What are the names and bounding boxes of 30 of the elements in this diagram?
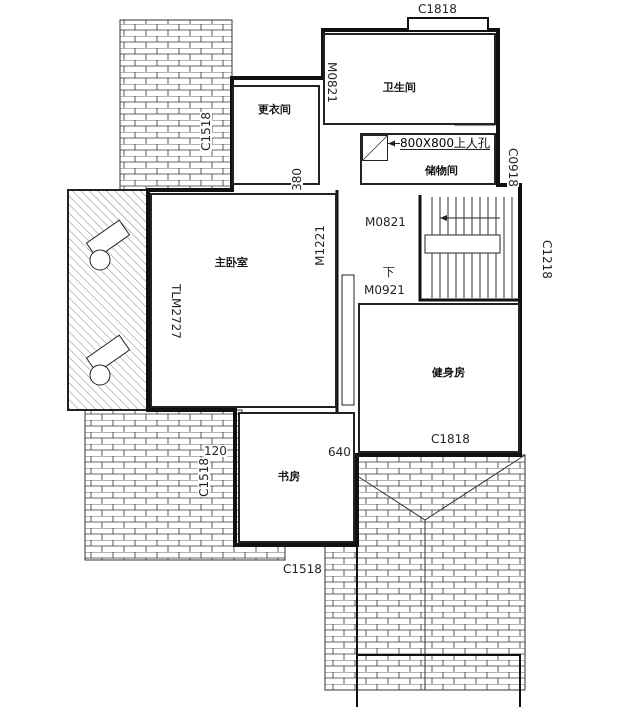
window-code: C1818 [431, 433, 470, 445]
window-code: C1518 [200, 112, 212, 151]
room-label: 书房 [278, 469, 300, 484]
leader-line [388, 140, 400, 146]
window-code: C1818 [418, 3, 457, 15]
window-code: C1218 [541, 240, 553, 279]
dimension-text: 120 [204, 445, 227, 457]
hatch-box [362, 135, 388, 161]
door-code: M0821 [326, 62, 338, 103]
dimension-text: 640 [328, 446, 351, 458]
door-code: M0921 [364, 284, 405, 296]
room-label: 主卧室 [215, 255, 248, 270]
note-text: 800X800上人孔 [400, 137, 490, 150]
room [150, 193, 337, 408]
dimension-text: 380 [291, 168, 303, 191]
room [238, 412, 355, 543]
room [360, 133, 496, 185]
stair-direction-text: 下 [383, 266, 395, 278]
room-label: 更衣间 [258, 102, 291, 117]
room-label: 卫生间 [383, 80, 416, 95]
door-code: TLM2727 [170, 284, 182, 339]
window-code: C1518 [283, 563, 322, 575]
room [323, 33, 496, 125]
door-code: M1221 [314, 225, 326, 266]
room-label: 储物间 [425, 163, 458, 178]
window-code: C0918 [507, 148, 519, 187]
room-label: 健身房 [432, 365, 465, 380]
door-code: M0821 [365, 216, 406, 228]
room [358, 303, 520, 453]
window-code: C1518 [198, 458, 210, 497]
